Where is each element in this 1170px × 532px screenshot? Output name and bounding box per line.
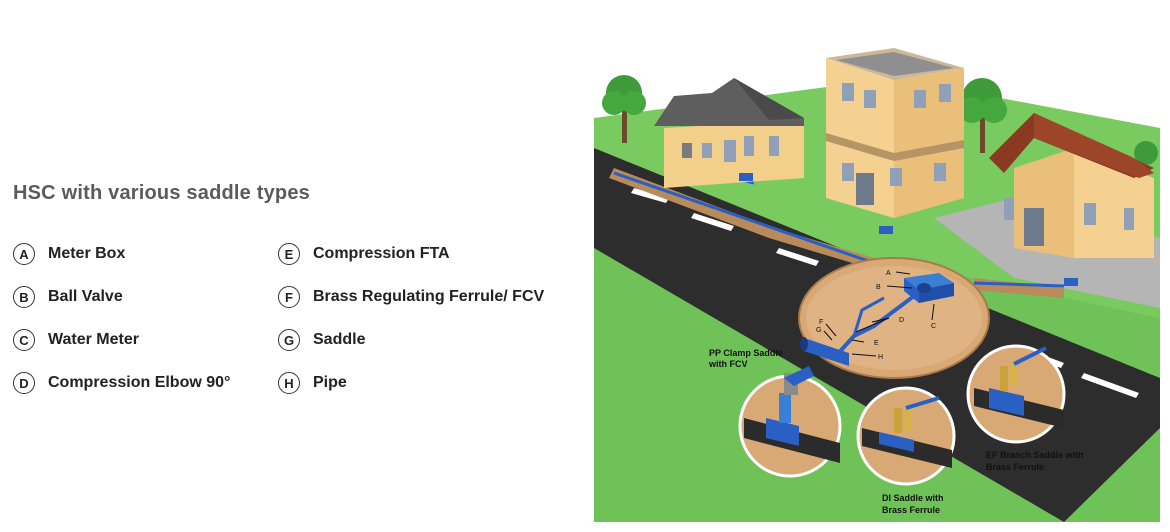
diagram-label-e: E bbox=[874, 340, 879, 347]
diagram-label-a: A bbox=[886, 270, 891, 277]
right-house bbox=[989, 113, 1154, 258]
legend-label: Ball Valve bbox=[48, 288, 123, 305]
diagram-label-c: C bbox=[931, 323, 936, 330]
legend-badge: E bbox=[278, 243, 300, 265]
legend-badge: C bbox=[13, 329, 35, 351]
diagram-label-g: G bbox=[816, 327, 821, 334]
callout-pp-clamp-line1: PP Clamp Saddle bbox=[709, 348, 783, 358]
meter-box-icon bbox=[1064, 278, 1078, 286]
callout-ef-branch-line2: Brass Ferrule bbox=[986, 462, 1044, 472]
diagram-label-d: D bbox=[899, 317, 904, 324]
diagram-label-b: B bbox=[876, 284, 881, 291]
main-pipe bbox=[613, 171, 875, 265]
legend-badge: H bbox=[278, 372, 300, 394]
legend-item-d: D Compression Elbow 90° bbox=[13, 370, 230, 396]
legend-item-e: E Compression FTA bbox=[278, 241, 450, 267]
house-service-connection-illustration: A B C D E F G H PP Clamp Saddle with FCV… bbox=[594, 48, 1160, 522]
meter-box-icon bbox=[879, 226, 893, 234]
di-saddle-detail bbox=[856, 386, 956, 486]
meter-box-icon bbox=[739, 173, 753, 181]
pp-clamp-saddle-detail bbox=[738, 366, 842, 478]
legend-badge: F bbox=[278, 286, 300, 308]
diagram-label-f: F bbox=[819, 319, 823, 326]
diagram-title: HSC with various saddle types bbox=[13, 182, 310, 204]
legend-label: Water Meter bbox=[48, 331, 139, 348]
legend-item-a: A Meter Box bbox=[13, 241, 125, 267]
tree-icon bbox=[959, 78, 1007, 153]
ef-branch-saddle-detail bbox=[966, 344, 1066, 444]
callout-ef-branch-line1: EF Branch Saddle with bbox=[986, 450, 1084, 460]
legend-item-h: H Pipe bbox=[278, 370, 347, 396]
legend-badge: B bbox=[13, 286, 35, 308]
callout-di-saddle-line2: Brass Ferrule bbox=[882, 505, 940, 515]
legend-badge: A bbox=[13, 243, 35, 265]
legend-label: Pipe bbox=[313, 374, 347, 391]
legend-label: Compression Elbow 90° bbox=[48, 374, 231, 391]
legend-badge: D bbox=[13, 372, 35, 394]
legend-label: Saddle bbox=[313, 331, 366, 348]
apartment-building bbox=[826, 48, 964, 218]
cottage-house bbox=[654, 78, 804, 188]
legend-item-f: F Brass Regulating Ferrule/ FCV bbox=[278, 284, 544, 310]
legend-label: Meter Box bbox=[48, 245, 126, 262]
legend-item-c: C Water Meter bbox=[13, 327, 139, 353]
diagram-label-h: H bbox=[878, 354, 883, 361]
callout-pp-clamp-line2: with FCV bbox=[708, 359, 748, 369]
tree-icon bbox=[602, 75, 646, 143]
legend-item-g: G Saddle bbox=[278, 327, 365, 353]
legend-badge: G bbox=[278, 329, 300, 351]
legend-label: Compression FTA bbox=[313, 245, 450, 262]
callout-di-saddle-line1: DI Saddle with bbox=[882, 493, 944, 503]
legend-label: Brass Regulating Ferrule/ FCV bbox=[313, 288, 545, 305]
legend-item-b: B Ball Valve bbox=[13, 284, 123, 310]
